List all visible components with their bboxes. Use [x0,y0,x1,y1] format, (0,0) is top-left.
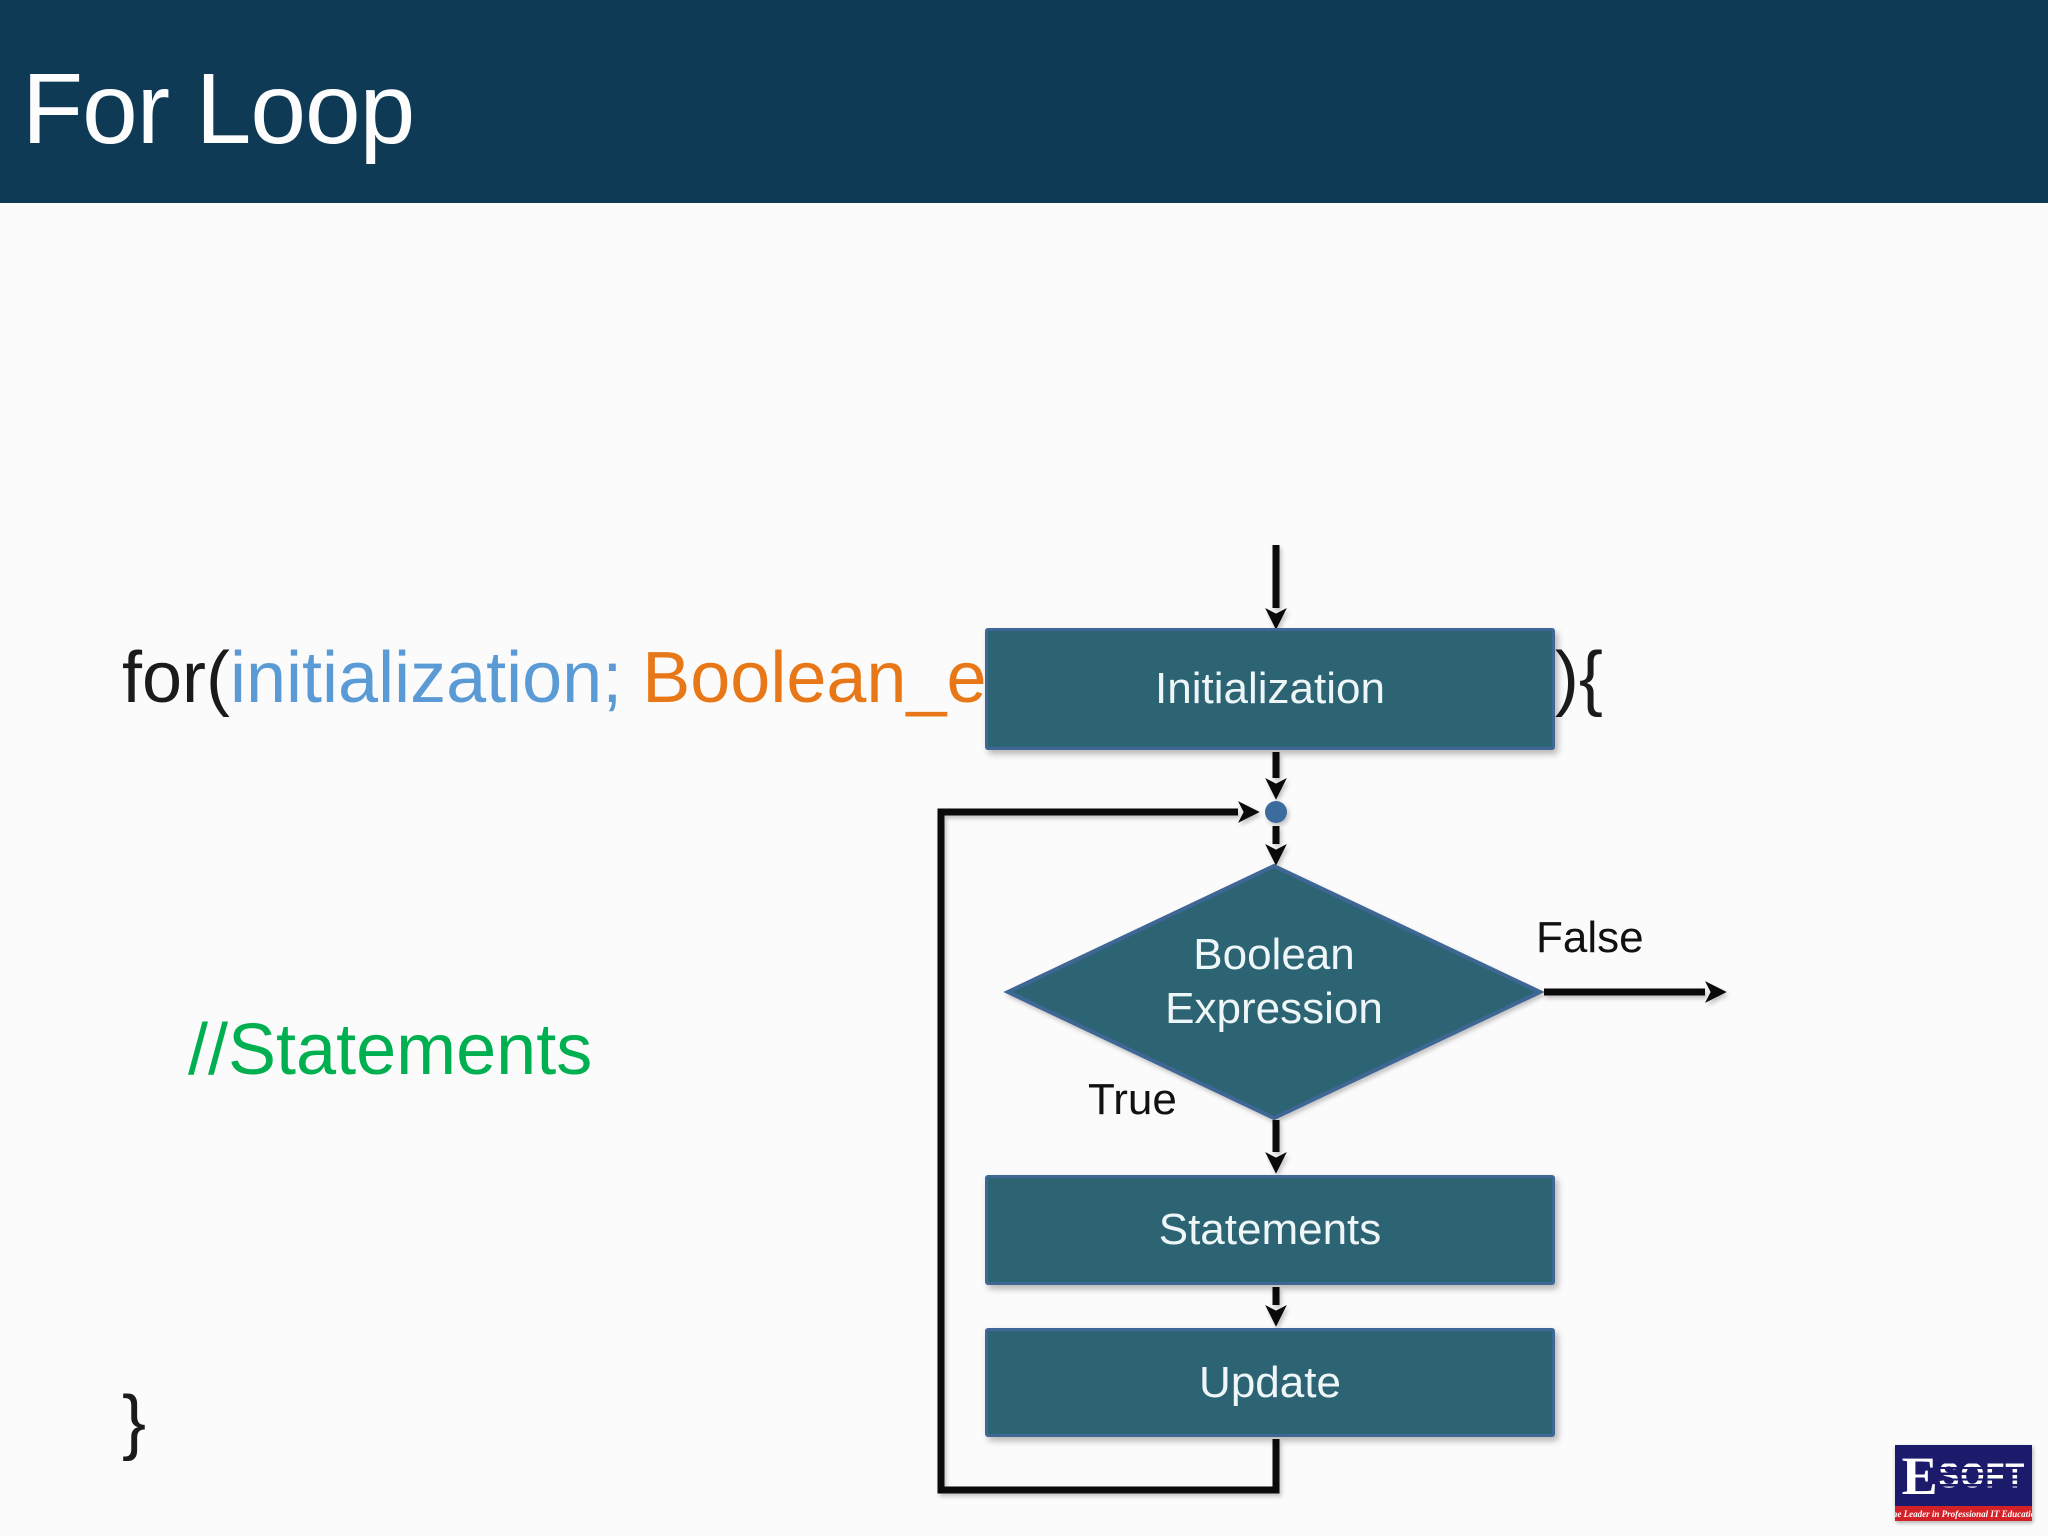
code-initialization: initialization; [230,638,623,718]
code-for-keyword: for( [122,638,230,718]
esoft-logo-main: E SOFT [1895,1445,2032,1506]
flow-node-initialization-label: Initialization [1155,664,1385,713]
esoft-logo-soft: SOFT [1938,1455,2026,1496]
decision-label-line1: Boolean [1193,930,1355,979]
code-line-2: //Statements [122,988,1603,1112]
esoft-logo-tagline: The Leader in Professional IT Education [1895,1506,2032,1521]
code-line-3: } [122,1360,1603,1484]
title-bar: For Loop [0,0,2048,203]
edge-label-true: True [1088,1075,1177,1124]
code-comment: //Statements [188,1010,593,1090]
flow-node-decision-label: Boolean Expression [1074,928,1474,1036]
flow-node-update-label: Update [1199,1357,1341,1407]
flow-node-initialization: Initialization [985,628,1555,750]
flow-node-update: Update [985,1328,1555,1437]
flow-node-statements: Statements [985,1175,1555,1285]
esoft-logo-letter-e: E [1901,1445,1938,1506]
code-closing-brace: } [122,1382,147,1462]
edge-label-false: False [1536,913,1644,962]
esoft-logo: E SOFT The Leader in Professional IT Edu… [1895,1445,2032,1521]
flow-node-statements-label: Statements [1158,1205,1382,1254]
page-title: For Loop [22,52,415,165]
code-open-brace: ){ [1554,638,1603,718]
decision-label-line2: Expression [1165,984,1383,1033]
